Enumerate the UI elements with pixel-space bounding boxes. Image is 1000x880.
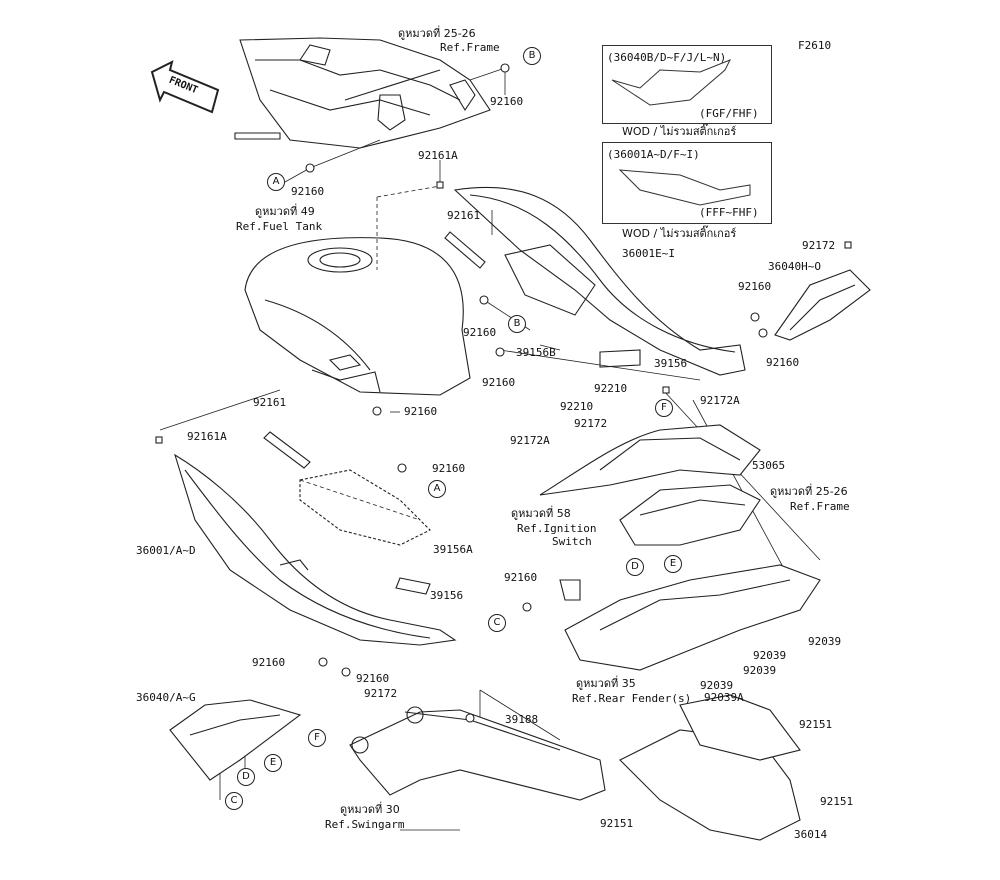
variant-box-1: (36040B/D~F/J/L~N) (FGF/FHF) [602, 45, 772, 124]
leader-lines [159, 67, 821, 831]
tail-piece-drawing [774, 269, 871, 341]
seat-pan-drawing [539, 424, 761, 496]
front-arrow-icon [150, 60, 220, 114]
ref-rear-fender[interactable]: Ref.Rear Fender(s) [572, 692, 692, 705]
part-label[interactable]: 92039 [808, 635, 842, 648]
part-label[interactable]: 92210 [560, 400, 594, 413]
swingarm-drawing [349, 706, 606, 801]
part-label[interactable]: 92161 [447, 209, 481, 222]
part-label[interactable]: 36001/A~D [136, 544, 196, 557]
ref-fuel-tank[interactable]: Ref.Fuel Tank [236, 220, 323, 233]
callout-b: B [523, 47, 541, 65]
part-label[interactable]: 92172 [802, 239, 836, 252]
part-label[interactable]: 36040/A~G [136, 691, 196, 704]
callout-f: F [308, 729, 326, 747]
rear-frame-drawing [619, 484, 761, 546]
ref-ignition[interactable]: Ref.Ignition [517, 522, 597, 535]
part-label[interactable]: 92160 [356, 672, 390, 685]
part-label[interactable]: 92210 [594, 382, 628, 395]
ref-rear-fender-th: ดูหมวดที่ 35 [576, 677, 636, 690]
callout-e: E [664, 555, 682, 573]
part-label[interactable]: 92160 [766, 356, 800, 369]
variant-colors: (FGF/FHF) [699, 107, 759, 120]
part-label[interactable]: 92160 [504, 571, 538, 584]
part-label[interactable]: 92160 [482, 376, 516, 389]
callout-a: A [428, 480, 446, 498]
part-label[interactable]: 92039 [753, 649, 787, 662]
part-label[interactable]: 92160 [252, 656, 286, 669]
ref-frame-th: ดูหมวดที่ 25-26 [398, 27, 476, 40]
callout-d: D [626, 558, 644, 576]
part-label[interactable]: 39156A [433, 543, 473, 556]
lower-side-cover-drawing [174, 453, 457, 646]
part-label[interactable]: 92172A [700, 394, 740, 407]
part-label[interactable]: 92172 [574, 417, 608, 430]
variant-note: WOD / ไม่รวมสติ๊กเกอร์ [622, 227, 737, 240]
callout-e: E [264, 754, 282, 772]
guide-lines [299, 185, 441, 521]
part-label[interactable]: 36014 [794, 828, 828, 841]
frame-drawing [234, 37, 491, 149]
lower-tail-piece-drawing [169, 699, 302, 781]
ref-ignition-th: ดูหมวดที่ 58 [511, 507, 571, 520]
part-label[interactable]: 92160 [738, 280, 772, 293]
variant-note: WOD / ไม่รวมสติ๊กเกอร์ [622, 125, 737, 138]
ref-frame[interactable]: Ref.Frame [440, 41, 500, 54]
part-label[interactable]: 53065 [752, 459, 786, 472]
ref-fuel-tank-th: ดูหมวดที่ 49 [255, 205, 315, 218]
part-label[interactable]: 92161A [418, 149, 458, 162]
part-label[interactable]: 39156 [430, 589, 464, 602]
variant-colors: (FFF~FHF) [699, 206, 759, 219]
rear-fender-drawing [559, 564, 821, 671]
fastener-icons [155, 63, 852, 723]
variant-box-2: (36001A~D/F~I) (FFF~FHF) [602, 142, 772, 224]
ref-swingarm-th: ดูหมวดที่ 30 [340, 803, 400, 816]
upper-side-cover-drawing [444, 186, 746, 376]
ref-frame[interactable]: Ref.Frame [790, 500, 850, 513]
part-label[interactable]: 39156 [654, 357, 688, 370]
part-label[interactable]: 92161A [187, 430, 227, 443]
callout-b: B [508, 315, 526, 333]
diagram-code: F2610 [798, 39, 832, 52]
ref-frame-th: ดูหมวดที่ 25-26 [770, 485, 848, 498]
part-label[interactable]: 92160 [490, 95, 524, 108]
callout-a: A [267, 173, 285, 191]
ref-swingarm[interactable]: Ref.Swingarm [325, 818, 405, 831]
sticker-drawing [263, 431, 431, 595]
part-label[interactable]: 92039 [700, 679, 734, 692]
part-label[interactable]: 92172 [364, 687, 398, 700]
part-label[interactable]: 92151 [799, 718, 833, 731]
part-label[interactable]: 92160 [404, 405, 438, 418]
part-label[interactable]: 92151 [600, 817, 634, 830]
part-label[interactable]: 92039A [704, 691, 744, 704]
variant-part-range: (36001A~D/F~I) [607, 148, 700, 161]
callout-c: C [488, 614, 506, 632]
part-label[interactable]: 39188 [505, 713, 539, 726]
part-label[interactable]: 92160 [432, 462, 466, 475]
part-label[interactable]: 92151 [820, 795, 854, 808]
part-label[interactable]: 92160 [291, 185, 325, 198]
part-label[interactable]: 92161 [253, 396, 287, 409]
part-label[interactable]: 39156B [516, 346, 556, 359]
variant-part-range: (36040B/D~F/J/L~N) [607, 51, 727, 64]
ref-ignition-switch[interactable]: Switch [552, 535, 592, 548]
callout-d: D [237, 768, 255, 786]
callout-c: C [225, 792, 243, 810]
part-label[interactable]: 92160 [463, 326, 497, 339]
fuel-tank-drawing [244, 237, 471, 396]
part-label[interactable]: 36001E~I [622, 247, 675, 260]
part-label[interactable]: 92172A [510, 434, 550, 447]
part-label[interactable]: 36040H~O [768, 260, 821, 273]
chain-guard-drawing [619, 694, 801, 841]
part-label[interactable]: 92039 [743, 664, 777, 677]
callout-f: F [655, 399, 673, 417]
